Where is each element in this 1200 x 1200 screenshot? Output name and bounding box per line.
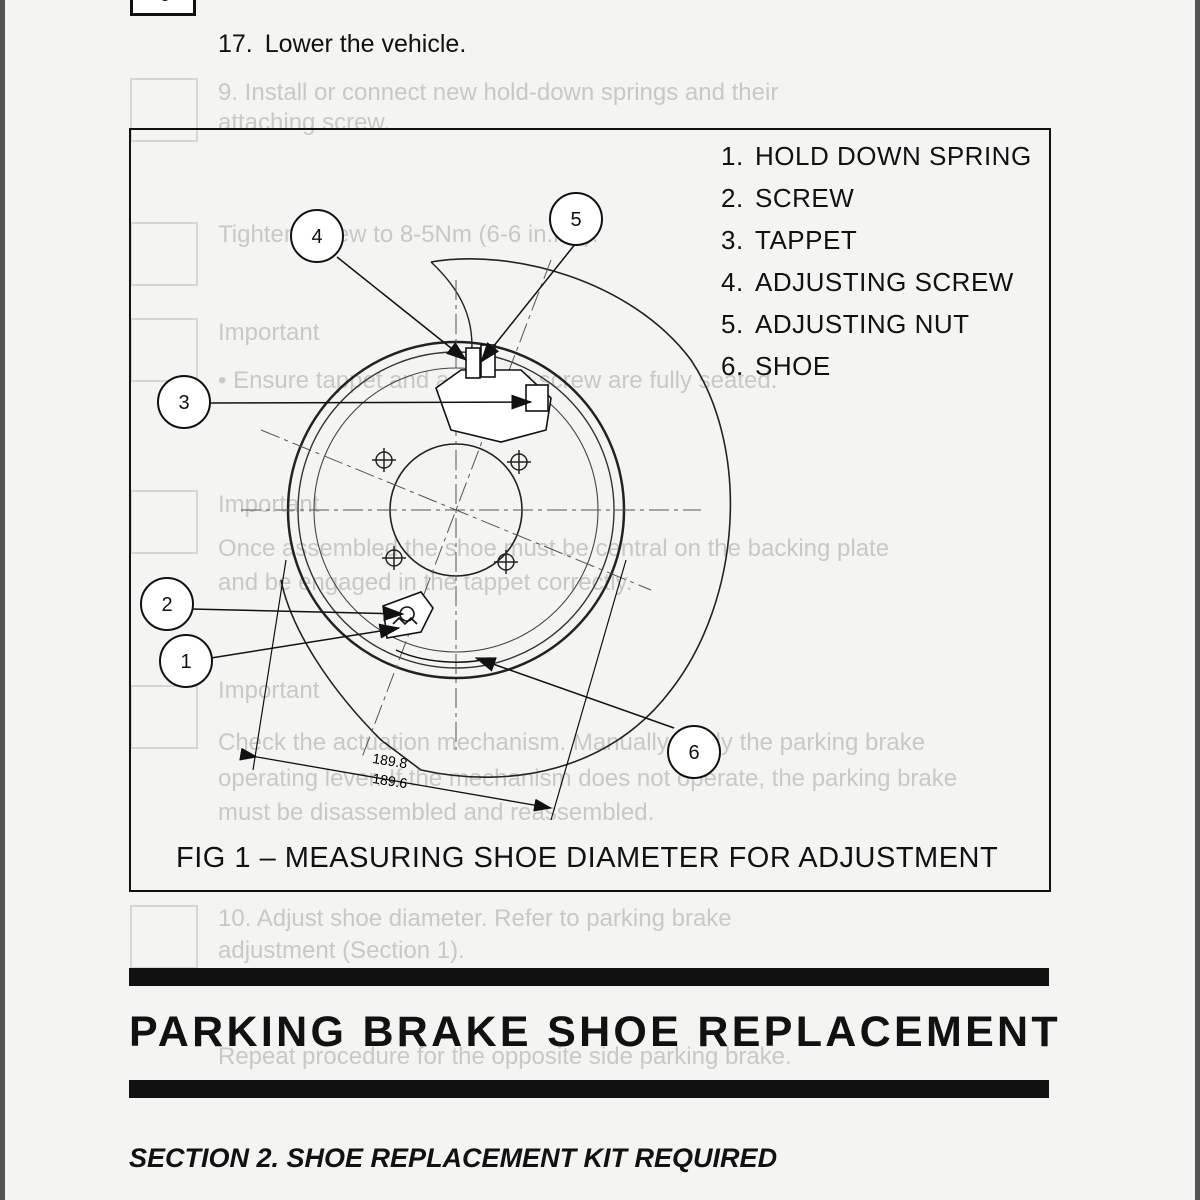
callout-6: 6	[688, 742, 699, 764]
ghost-text: adjustment (Section 1).	[218, 937, 465, 964]
dimension-line	[239, 747, 553, 812]
legend-number: 3.	[721, 225, 744, 255]
legend-label: SCREW	[755, 183, 855, 213]
leader-2	[190, 606, 405, 622]
backing-plate-outline	[280, 258, 732, 778]
backing-plate-edge	[430, 261, 473, 361]
legend-number: 6.	[721, 351, 744, 381]
ghost-text: Once assembled the shoe must be central …	[218, 535, 890, 562]
callout-4: 4	[311, 226, 322, 248]
ghost-icon	[130, 490, 198, 554]
legend-item: 2. SCREW	[721, 182, 1032, 224]
legend-label: HOLD DOWN SPRING	[755, 141, 1032, 171]
callout-3: 3	[178, 392, 189, 414]
legend-label: ADJUSTING SCREW	[755, 267, 1014, 297]
ghost-text: Important	[218, 677, 320, 704]
leader-3	[210, 394, 533, 410]
legend-item: 1. HOLD DOWN SPRING	[721, 140, 1032, 182]
ghost-icon	[130, 905, 198, 969]
step-text: Lower the vehicle.	[264, 30, 467, 58]
figure-legend: 1. HOLD DOWN SPRING 2. SCREW 3. TAPPET 4. AD…	[721, 140, 1032, 392]
legend-number: 5.	[721, 309, 744, 339]
heading-rule-bottom	[129, 1080, 1049, 1098]
ghost-icon	[130, 318, 198, 382]
legend-item: 3. TAPPET	[721, 224, 1032, 266]
ghost-text: Important	[218, 491, 320, 518]
ghost-text: Important	[218, 319, 320, 346]
leader-1	[210, 623, 401, 659]
legend-label: TAPPET	[755, 225, 858, 255]
ghost-icon	[130, 78, 198, 142]
hold-down-assembly	[382, 591, 434, 639]
callout-3-circle	[157, 375, 211, 429]
legend-label: ADJUSTING NUT	[755, 309, 970, 339]
legend-item: 6. SHOE	[721, 350, 1032, 392]
callout-1-circle	[159, 634, 213, 688]
subsection-heading: SECTION 2. SHOE REPLACEMENT KIT REQUIRED	[129, 1143, 778, 1173]
ghost-icon	[130, 685, 198, 749]
legend-number: 4.	[721, 267, 744, 297]
heading-rule-top	[129, 968, 1049, 986]
legend-label: SHOE	[755, 351, 831, 381]
dim-ext-left	[252, 559, 287, 771]
ghost-text: attaching screw.	[218, 109, 391, 136]
legend-number: 2.	[721, 183, 744, 213]
callout-4-circle	[290, 209, 344, 263]
adjuster-mechanism	[435, 344, 552, 443]
callout-1: 1	[180, 651, 191, 673]
callout-6-circle	[667, 725, 721, 779]
section-title: PARKING BRAKE SHOE REPLACEMENT	[129, 1008, 1061, 1056]
legend-item: 5. ADJUSTING NUT	[721, 308, 1032, 350]
callout-2: 2	[161, 594, 172, 616]
brake-diagram: 189.8 189.6 4 5 3 2 1 6	[140, 192, 732, 821]
ghost-text: Tighten screw to 8-5Nm (6-6 in.lbs).	[218, 221, 599, 248]
callout-2-circle	[140, 577, 194, 631]
leader-5	[480, 242, 577, 364]
legend-number: 1.	[721, 141, 744, 171]
ghost-text: 10. Adjust shoe diameter. Refer to parki…	[218, 905, 732, 932]
dim-ext-right	[550, 559, 627, 821]
callout-5: 5	[570, 209, 581, 231]
ghost-icon	[130, 222, 198, 286]
ghost-text: Repeat procedure for the opposite side p…	[218, 1043, 792, 1070]
centerline-diag2	[260, 429, 652, 591]
legend-item: 4. ADJUSTING SCREW	[721, 266, 1032, 308]
bolt-holes	[372, 448, 531, 574]
centerline-diag	[360, 259, 552, 761]
figure-caption: FIG 1 – MEASURING SHOE DIAMETER FOR ADJU…	[176, 842, 999, 874]
dimension-lower: 189.6	[371, 770, 408, 791]
leader-4	[336, 256, 468, 361]
callout-5-circle	[549, 192, 603, 246]
dimension-upper: 189.8	[371, 750, 408, 771]
ghost-text: 9. Install or connect new hold-down spri…	[218, 79, 779, 106]
figure-1: 189.8 189.6 4 5 3 2 1 6 1	[129, 128, 1051, 892]
leader-6	[474, 657, 675, 729]
note-icon	[130, 0, 196, 16]
step-17: 17. Lower the vehicle.	[218, 30, 466, 59]
step-number: 17.	[218, 30, 253, 58]
